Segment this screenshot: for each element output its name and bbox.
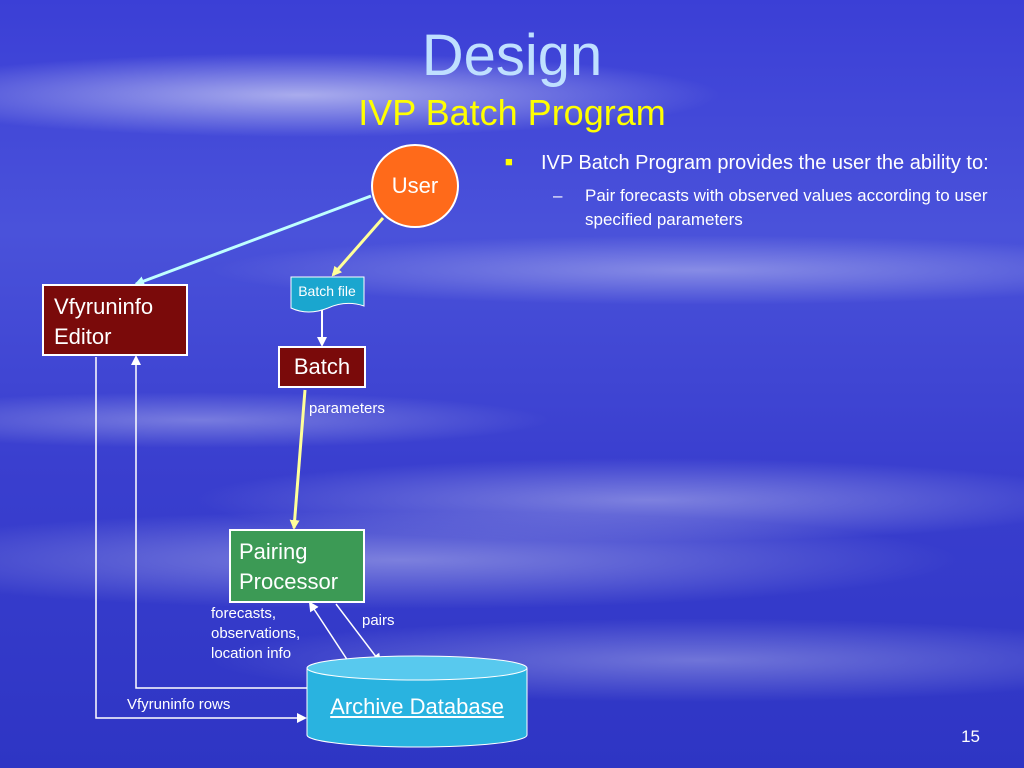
bullet-item-sub: – Pair forecasts with observed values ac… [505,184,1020,232]
editor-label-line1: Vfyruninfo [54,294,154,319]
arrow-db-to-editor [131,355,307,689]
dash-bullet-icon: – [553,186,563,205]
bullet-sub-text: Pair forecasts with observed values acco… [585,186,988,229]
forecasts-label-line3: location info [211,645,292,662]
archive-database-body [306,668,528,748]
batch-box: Batch [278,346,366,388]
arrow-user-to-editor [134,194,372,286]
archive-database-top [306,655,528,681]
forecasts-observations-label: forecasts, observations, location info [211,604,300,664]
arrow-pairing-to-db [335,603,382,664]
pairing-label-line1: Pairing [239,539,308,564]
pairs-label: pairs [362,612,395,629]
forecasts-label-line1: forecasts, [211,605,277,622]
arrow-batch-to-pairing [289,389,307,530]
pairing-label-line2: Processor [239,569,339,594]
slide-subtitle: IVP Batch Program [358,92,666,133]
page-number: 15 [961,727,980,746]
forecasts-label-line2: observations, [211,625,301,642]
arrow-user-to-batchfile [331,217,385,277]
editor-label-line2: Editor [54,324,112,349]
parameters-label: parameters [309,400,385,417]
square-bullet-icon: ■ [505,154,513,169]
bullet-main-text: IVP Batch Program provides the user the … [541,152,989,174]
arrow-db-to-pairing [308,601,351,665]
vfyruninfo-rows-label: Vfyruninfo rows [127,696,231,713]
batch-file-label: Batch file [298,283,356,299]
bullet-list: ■ IVP Batch Program provides the user th… [505,150,1020,232]
arrow-editor-to-db [95,357,307,723]
archive-database-label: Archive Database [330,694,504,719]
pairing-processor-box: Pairing Processor [229,529,365,603]
batch-file-shape [290,276,365,313]
vfyruninfo-editor-box: Vfyruninfo Editor [42,284,188,356]
slide-title: Design [421,23,603,88]
user-node: User [371,144,459,228]
bullet-item-main: ■ IVP Batch Program provides the user th… [505,150,1020,176]
